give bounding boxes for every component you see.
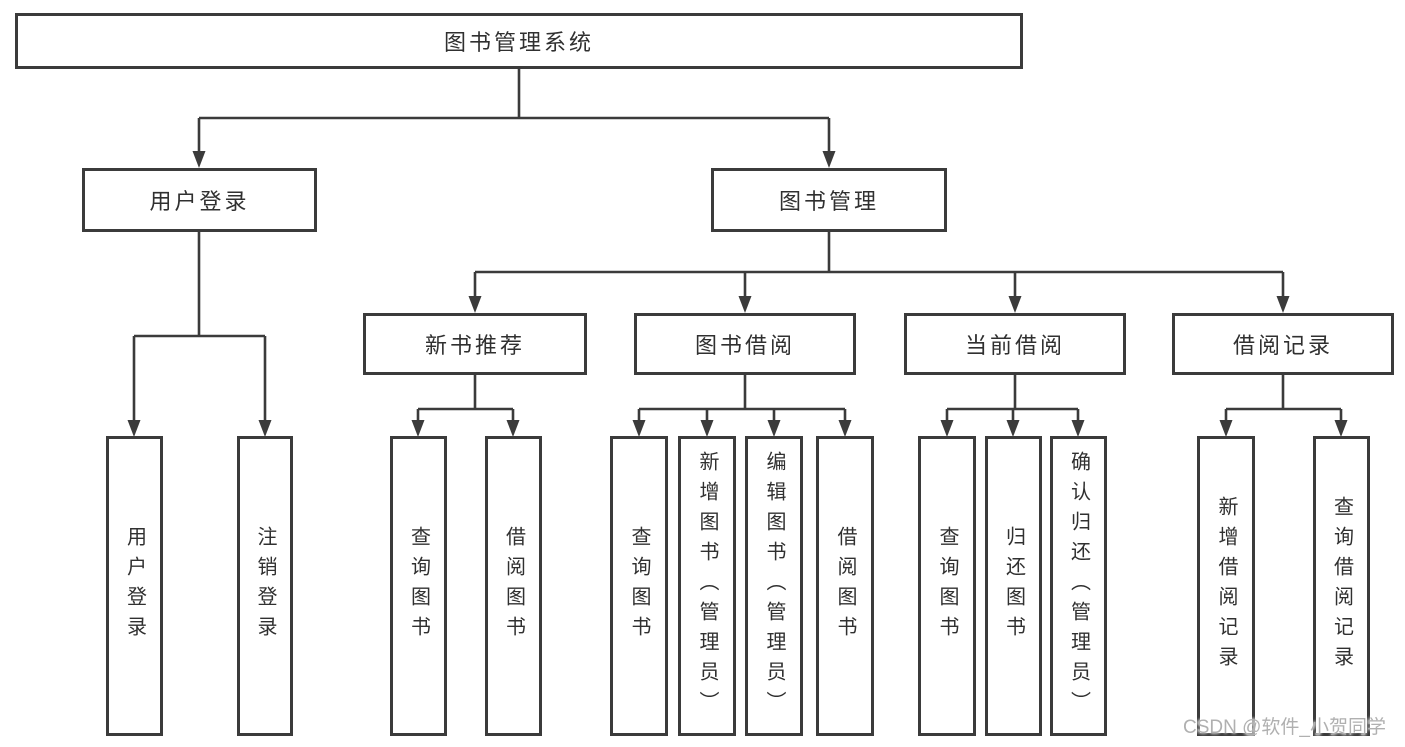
connector-new-book-children xyxy=(411,375,520,437)
leaf-add-book-admin: 新增图书（管理员） xyxy=(678,436,736,736)
node-label: 用户登录 xyxy=(149,189,250,214)
node-label: 图书借阅 xyxy=(694,333,795,358)
node-label: 借阅记录 xyxy=(1232,333,1333,358)
node-label: 查询图书 xyxy=(628,526,650,646)
node-label: 新书推荐 xyxy=(424,333,525,358)
node-label: 归还图书 xyxy=(1002,526,1025,646)
connector-root-to-level2 xyxy=(192,68,836,168)
node-borrowing-records: 借阅记录 xyxy=(1172,313,1394,375)
node-label: 注销登录 xyxy=(254,526,276,646)
node-label: 查询图书 xyxy=(407,526,430,646)
leaf-query-books-recommend: 查询图书 xyxy=(390,436,447,736)
leaf-logout: 注销登录 xyxy=(237,436,293,736)
leaf-add-borrow-record: 新增借阅记录 xyxy=(1197,436,1255,736)
leaf-borrow-books: 借阅图书 xyxy=(816,436,874,736)
leaf-query-borrow-record: 查询借阅记录 xyxy=(1313,436,1370,736)
leaf-query-books-current: 查询图书 xyxy=(918,436,976,736)
node-label: 图书管理 xyxy=(778,189,879,214)
node-label: 编辑图书（管理员） xyxy=(763,451,785,721)
connector-user-login-children xyxy=(127,232,272,437)
node-label: 确认归还（管理员） xyxy=(1067,451,1090,721)
node-label: 查询借阅记录 xyxy=(1330,496,1353,676)
node-label: 新增借阅记录 xyxy=(1215,496,1237,676)
leaf-edit-book-admin: 编辑图书（管理员） xyxy=(745,436,803,736)
connector-borrow-records-children xyxy=(1219,375,1348,437)
connector-current-borrow-children xyxy=(940,375,1085,437)
connector-book-mgmt-to-level3 xyxy=(468,232,1290,313)
leaf-user-login: 用户登录 xyxy=(106,436,163,736)
node-current-borrowing: 当前借阅 xyxy=(904,313,1126,375)
node-book-management-system: 图书管理系统 xyxy=(15,13,1023,69)
node-label: 借阅图书 xyxy=(834,526,856,646)
leaf-confirm-return-admin: 确认归还（管理员） xyxy=(1050,436,1107,736)
node-label: 查询图书 xyxy=(936,526,958,646)
leaf-return-books: 归还图书 xyxy=(985,436,1042,736)
connector-book-borrow-children xyxy=(632,375,852,437)
node-label: 当前借阅 xyxy=(964,333,1065,358)
node-label: 用户登录 xyxy=(123,526,146,646)
watermark: CSDN @软件_小贺同学 xyxy=(1183,717,1386,738)
leaf-query-books-borrowing: 查询图书 xyxy=(610,436,668,736)
node-label: 新增图书（管理员） xyxy=(696,451,718,721)
node-book-borrowing: 图书借阅 xyxy=(634,313,856,375)
node-user-login: 用户登录 xyxy=(82,168,317,232)
node-new-book-recommend: 新书推荐 xyxy=(363,313,587,375)
leaf-borrow-books-recommend: 借阅图书 xyxy=(485,436,542,736)
node-label: 借阅图书 xyxy=(502,526,525,646)
node-book-management: 图书管理 xyxy=(711,168,947,232)
node-label: 图书管理系统 xyxy=(443,30,594,55)
